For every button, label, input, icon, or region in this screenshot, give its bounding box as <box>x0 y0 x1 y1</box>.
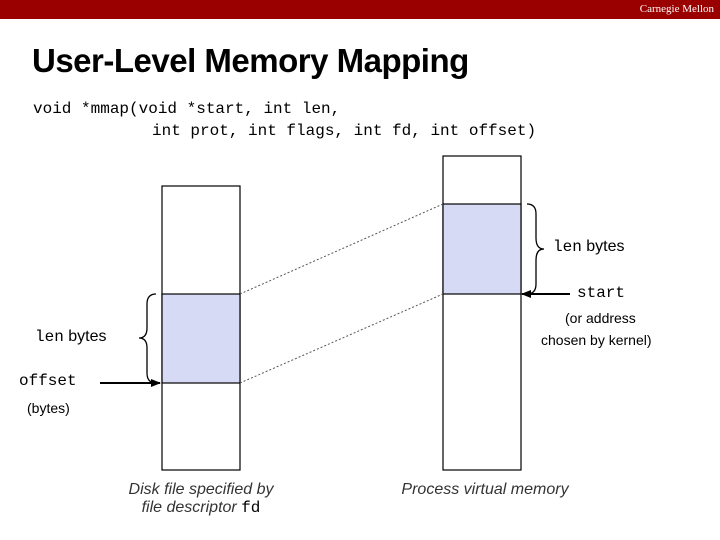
header-bar: Carnegie Mellon <box>0 0 720 19</box>
memory-len-label: len bytes <box>553 238 625 256</box>
mapping-line-bottom <box>239 293 444 384</box>
memory-len-brace <box>526 203 545 295</box>
process-memory-column <box>442 155 522 471</box>
brand-label: Carnegie Mellon <box>639 3 714 15</box>
disk-len-brace <box>138 293 157 384</box>
disk-mapped-region <box>161 293 241 384</box>
disk-len-label: len bytes <box>35 328 107 346</box>
code-signature-line-2: int prot, int flags, int fd, int offset) <box>152 122 537 140</box>
disk-caption: Disk file specified by file descriptor f… <box>128 481 274 517</box>
offset-label: offset <box>19 372 77 390</box>
start-note-line-1: (or address <box>565 310 636 326</box>
memory-caption: Process virtual memory <box>401 481 569 498</box>
start-label: start <box>577 284 626 302</box>
slide-title: User-Level Memory Mapping <box>32 42 469 79</box>
mapping-line-top <box>239 203 444 295</box>
offset-note: (bytes) <box>27 400 70 416</box>
start-note-line-2: chosen by kernel) <box>541 332 652 348</box>
memory-mapped-region <box>442 203 522 295</box>
code-signature-line-1: void *mmap(void *start, int len, <box>33 100 341 118</box>
